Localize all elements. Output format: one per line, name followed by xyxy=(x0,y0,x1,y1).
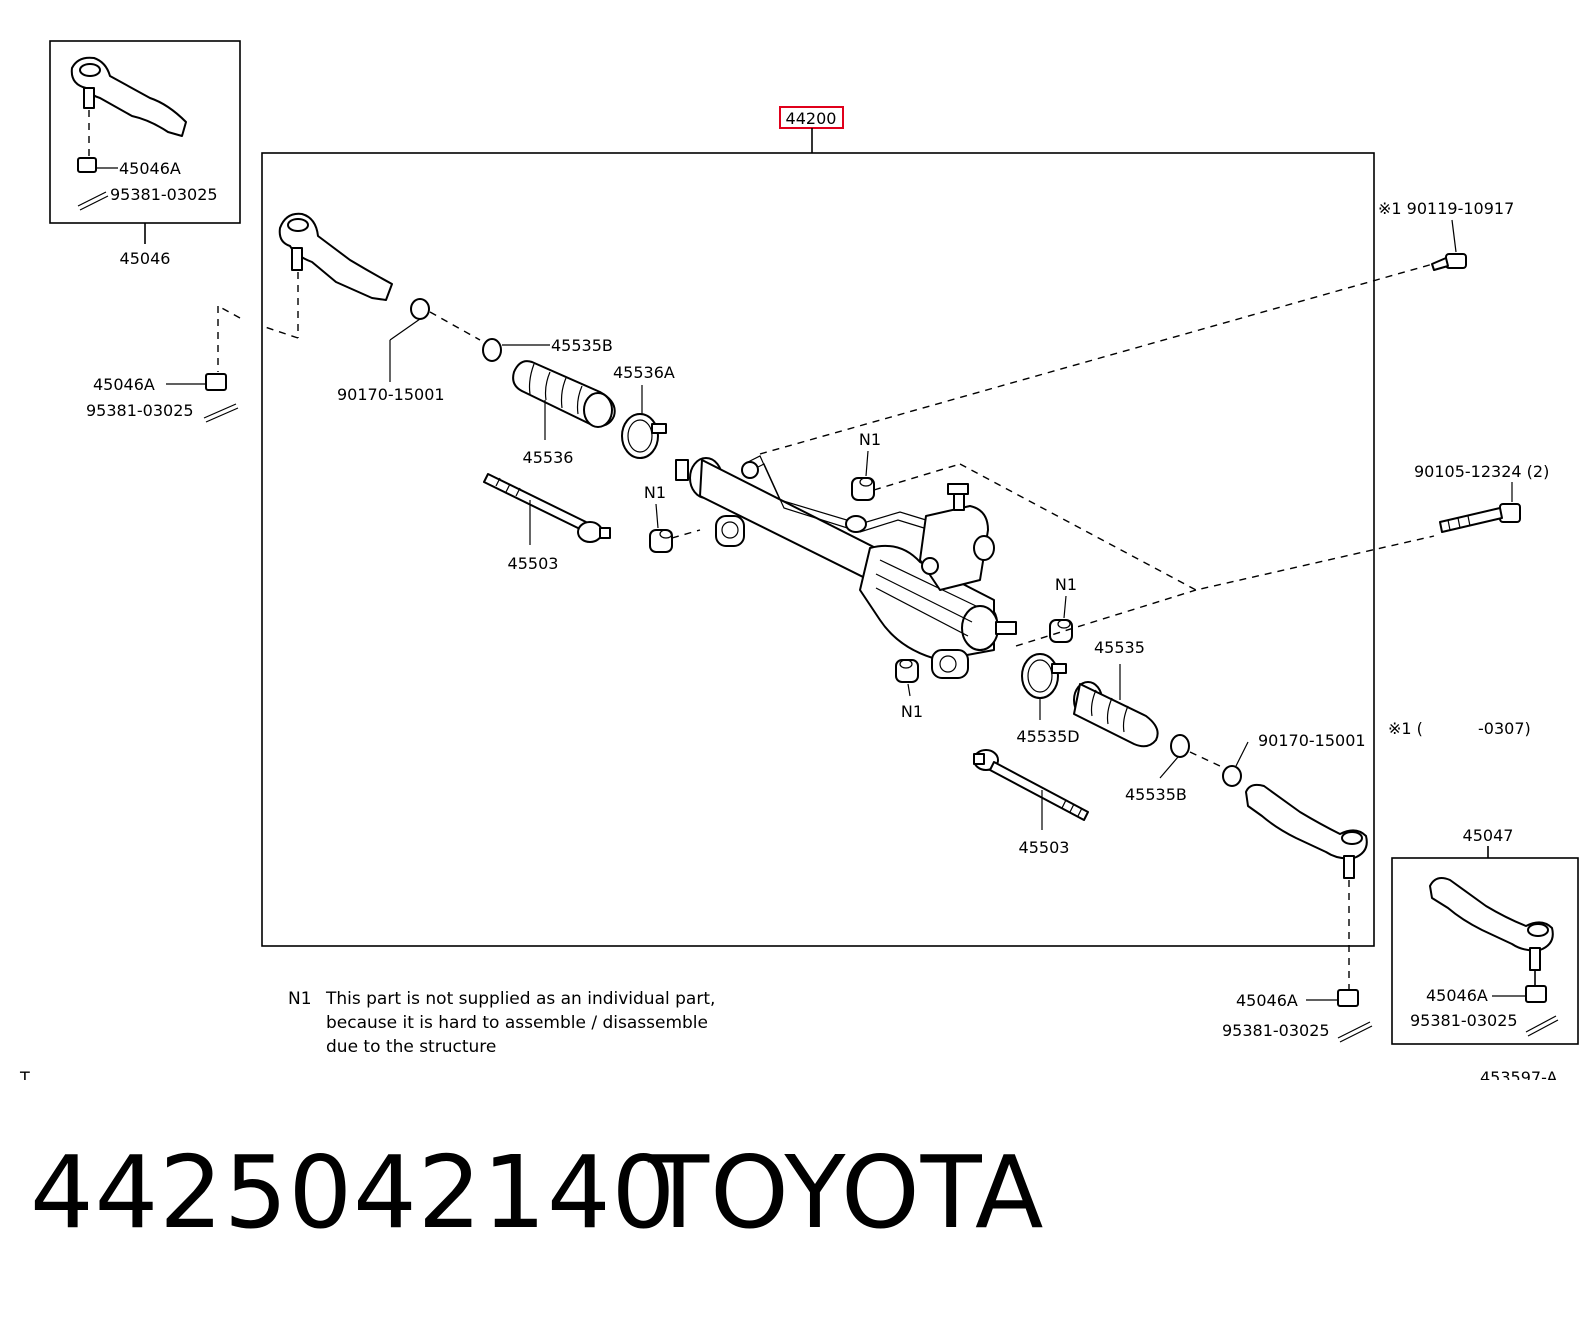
bushing-n1-b-icon xyxy=(851,477,875,501)
nut-45046A-top-icon xyxy=(77,157,97,173)
label-90170-left[interactable]: 90170-15001 xyxy=(337,385,445,404)
cotter-pin-left-icon xyxy=(203,403,239,423)
steering-gear-diagram: 44200 45046A 95381-03025 45046 45046A 95… xyxy=(19,40,1579,1080)
tie-rod-end-right xyxy=(1245,783,1368,879)
tie-rod-45503-left xyxy=(483,473,611,543)
footnote-line-2: because it is hard to assemble / disasse… xyxy=(326,1013,708,1033)
brand-name: TOYOTA xyxy=(648,1134,1045,1251)
label-90105[interactable]: 90105-12324 (2) xyxy=(1414,462,1549,481)
label-45046A-left[interactable]: 45046A xyxy=(93,375,155,394)
cotter-pin-top-icon xyxy=(77,191,109,211)
cotter-pin-bottom-icon xyxy=(1337,1021,1373,1043)
rack-housing xyxy=(675,455,1017,679)
bushing-n1-d-icon xyxy=(895,659,919,683)
bushing-n1-c-icon xyxy=(1049,619,1073,643)
boot-45536 xyxy=(512,360,616,428)
label-45535B-bottom[interactable]: 45535B xyxy=(1125,785,1187,804)
label-95381-right[interactable]: 95381-03025 xyxy=(1410,1011,1518,1030)
bolt-90105-icon xyxy=(1439,503,1521,533)
label-90119[interactable]: ※1 90119-10917 xyxy=(1378,199,1514,218)
nut-90170-right-icon xyxy=(1222,765,1242,787)
nut-90170-left-icon xyxy=(410,298,430,320)
label-45536[interactable]: 45536 xyxy=(523,448,574,467)
label-45046A-bottom[interactable]: 45046A xyxy=(1236,991,1298,1010)
label-45503-left[interactable]: 45503 xyxy=(508,554,559,573)
main-assembly-label[interactable]: 44200 xyxy=(786,109,837,128)
tie-rod-end-left xyxy=(278,212,393,301)
boot-45535 xyxy=(1073,681,1159,748)
label-45503-right[interactable]: 45503 xyxy=(1019,838,1070,857)
label-95381-top[interactable]: 95381-03025 xyxy=(110,185,218,204)
label-n1-a[interactable]: N1 xyxy=(644,483,666,502)
tie-rod-45503-right xyxy=(973,749,1089,821)
label-note1-end[interactable]: -0307) xyxy=(1478,719,1531,738)
nut-45046A-left-icon xyxy=(205,373,227,391)
band-45536A xyxy=(621,413,667,459)
label-95381-left[interactable]: 95381-03025 xyxy=(86,401,194,420)
footnote-code: N1 xyxy=(288,989,312,1009)
label-45047[interactable]: 45047 xyxy=(1463,826,1514,845)
bushing-n1-a-icon xyxy=(649,529,673,553)
nut-45046A-bottom-icon xyxy=(1337,989,1359,1007)
clamp-45535B-top-icon xyxy=(482,338,502,362)
footnote-line-1: This part is not supplied as an individu… xyxy=(326,989,716,1009)
label-45046A-top[interactable]: 45046A xyxy=(119,159,181,178)
main-assembly-frame xyxy=(261,152,1375,947)
label-45535B-top[interactable]: 45535B xyxy=(551,336,613,355)
label-t: T xyxy=(19,1068,30,1080)
tie-rod-end-45047-inset xyxy=(1429,877,1554,971)
label-45535[interactable]: 45535 xyxy=(1094,638,1145,657)
label-n1-c[interactable]: N1 xyxy=(1055,575,1077,594)
label-n1-b[interactable]: N1 xyxy=(859,430,881,449)
label-note1-start[interactable]: ※1 ( xyxy=(1388,719,1423,738)
clamp-45535B-bottom-icon xyxy=(1170,734,1190,758)
diagram-id: 453597-A xyxy=(1480,1068,1558,1080)
inset-frame-45047 xyxy=(1391,857,1579,1045)
cotter-pin-right-icon xyxy=(1525,1015,1559,1037)
label-45536A[interactable]: 45536A xyxy=(613,363,675,382)
band-45535D xyxy=(1021,653,1067,699)
tie-rod-end-45046-inset xyxy=(70,56,187,137)
footnote-line-3: due to the structure xyxy=(326,1037,497,1057)
label-45535D[interactable]: 45535D xyxy=(1016,727,1079,746)
bolt-90119-icon xyxy=(1431,253,1467,271)
label-n1-d[interactable]: N1 xyxy=(901,702,923,721)
label-45046A-right[interactable]: 45046A xyxy=(1426,986,1488,1005)
label-45046[interactable]: 45046 xyxy=(120,249,171,268)
label-95381-bottom[interactable]: 95381-03025 xyxy=(1222,1021,1330,1040)
part-number: 4425042140 xyxy=(30,1134,677,1251)
nut-45046A-right-icon xyxy=(1525,985,1547,1003)
label-90170-right[interactable]: 90170-15001 xyxy=(1258,731,1366,750)
